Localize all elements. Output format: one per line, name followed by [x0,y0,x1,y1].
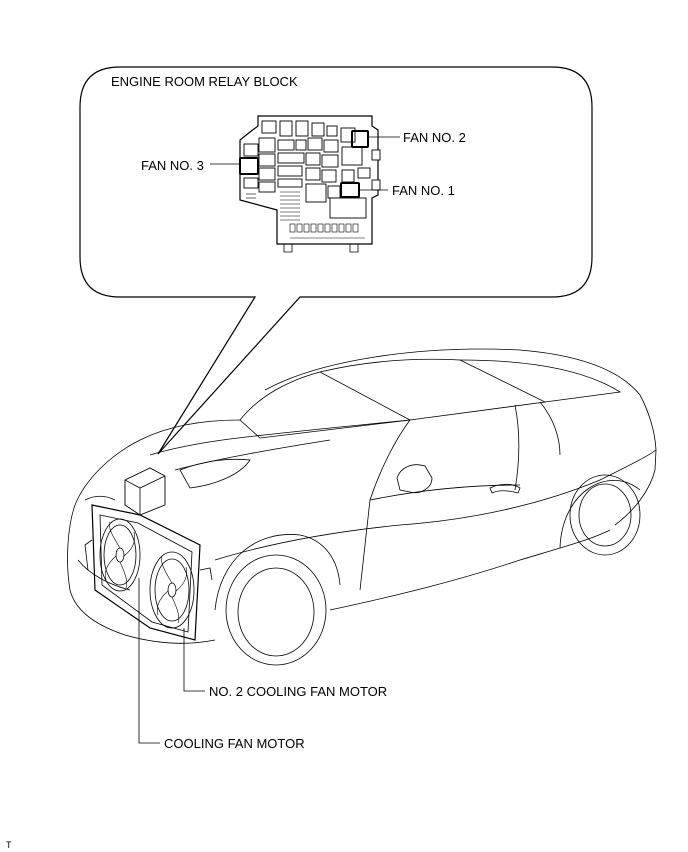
corner-mark: T [6,840,12,850]
fan-no3-label: FAN NO. 3 [141,158,204,173]
fan-no1-label: FAN NO. 1 [392,183,455,198]
no2-cooling-fan-motor-label: NO. 2 COOLING FAN MOTOR [209,684,387,699]
no2-fan-motor-leader [183,628,205,692]
car-outline [67,348,657,666]
fan-no2-label: FAN NO. 2 [403,130,466,145]
relay-block-title: ENGINE ROOM RELAY BLOCK [111,74,298,89]
cooling-fan-motor-leader [138,578,160,744]
fan-no3-relay [239,157,259,175]
cooling-fan-assembly [84,467,213,641]
cooling-fan-motor-label: COOLING FAN MOTOR [164,736,305,751]
fan-no1-relay [340,182,360,198]
relay-block [239,115,381,253]
callout-bubble [79,66,593,455]
fan-no2-relay [351,130,369,148]
